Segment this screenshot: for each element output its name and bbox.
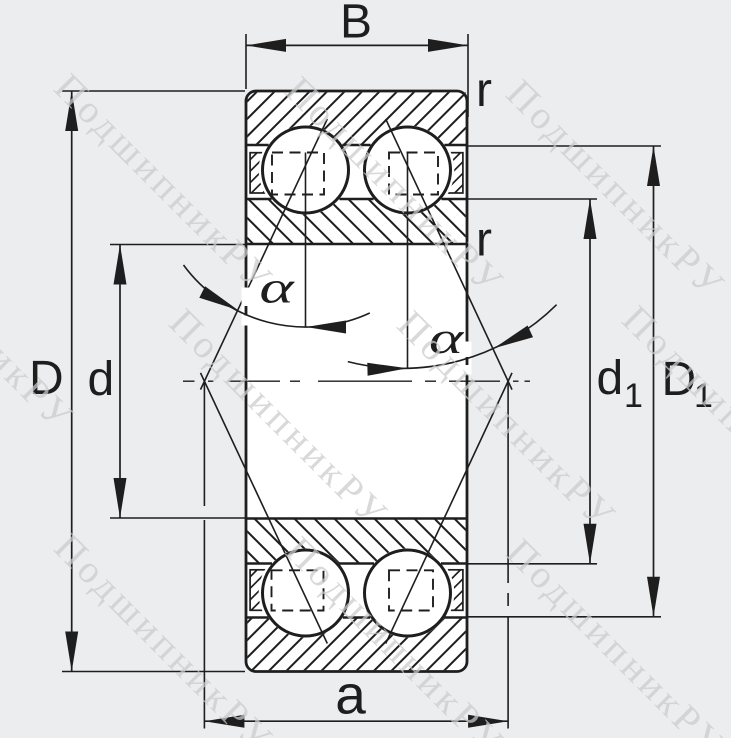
svg-text:1: 1 [624,377,643,415]
svg-text:B: B [340,0,372,49]
svg-text:d: d [88,353,115,406]
svg-text:1: 1 [694,377,713,415]
svg-text:α: α [259,263,295,313]
svg-text:d: d [597,352,624,405]
svg-text:α: α [429,314,465,364]
svg-text:a: a [335,664,366,726]
svg-text:D: D [29,352,64,405]
svg-text:r: r [476,213,492,266]
svg-text:r: r [476,64,492,117]
svg-text:D: D [662,353,697,406]
